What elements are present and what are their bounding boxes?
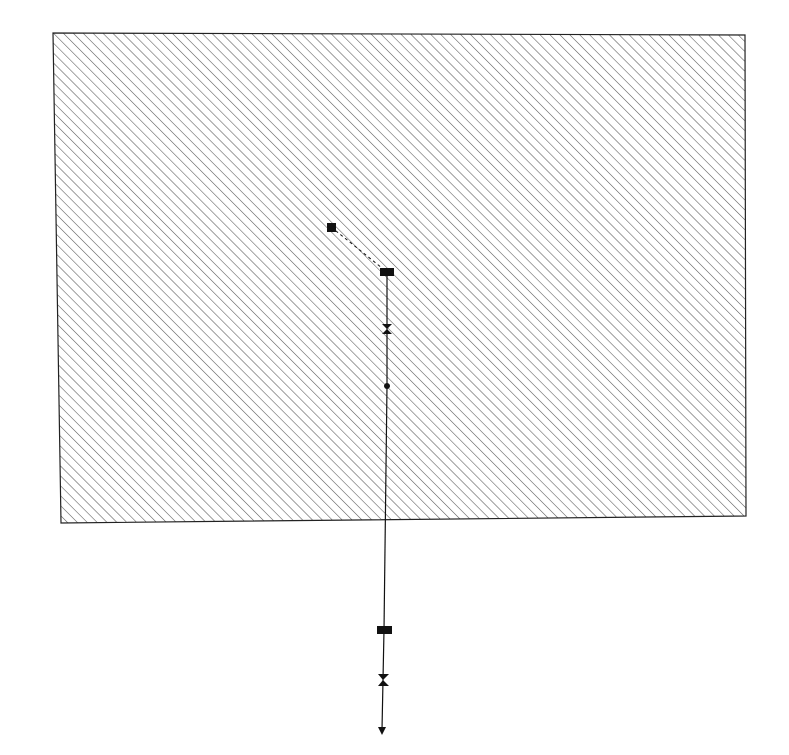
block-lower[interactable] (377, 626, 392, 634)
square-node[interactable] (327, 223, 336, 232)
valve-upper-icon[interactable] (382, 324, 392, 334)
pipe-segment-lower (383, 385, 388, 631)
hatched-area (52, 32, 747, 524)
outflow-arrow-icon (378, 727, 386, 735)
junction-dot[interactable] (384, 383, 390, 389)
block-upper[interactable] (380, 268, 394, 276)
valve-lower-icon[interactable] (378, 674, 389, 686)
